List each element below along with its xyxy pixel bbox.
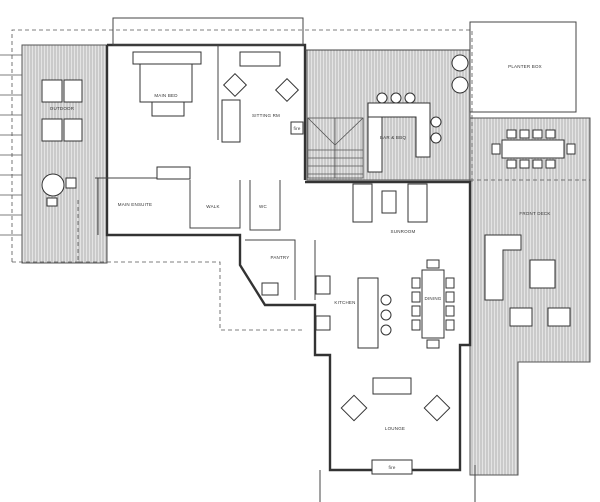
label-main-bed: MAIN BED	[154, 93, 178, 98]
label-lounge: LOUNGE	[385, 426, 405, 431]
bed-head	[132, 51, 202, 65]
room-labels: OUTDOOR MAIN BED SITTING RM fire BAR & B…	[50, 64, 551, 470]
label-front-deck: FRONT DECK	[519, 211, 550, 216]
kitchen-island	[357, 277, 379, 349]
label-walk: WALK	[206, 204, 219, 209]
bench	[151, 101, 185, 117]
walls	[95, 17, 577, 502]
dining-table	[421, 269, 445, 339]
label-dining: DINING	[425, 296, 442, 301]
deck-sofa	[484, 234, 522, 301]
stairs-center	[307, 117, 364, 179]
lounge-sofa	[372, 377, 412, 395]
stairs-left	[0, 54, 22, 236]
deck-table	[501, 139, 565, 159]
label-kitchen: KITCHEN	[334, 300, 355, 305]
label-bar-bbq: BAR & BBQ	[380, 135, 406, 140]
outdoor-deck	[21, 44, 108, 264]
label-planter-box: PLANTER BOX	[508, 64, 542, 69]
fireplace-lower	[371, 459, 413, 475]
label-outdoor: OUTDOOR	[50, 106, 75, 111]
fireplace-upper	[290, 121, 304, 135]
label-sunroom: SUNROOM	[391, 229, 416, 234]
label-fire-lower: fire	[388, 465, 395, 470]
label-pantry: PANTRY	[270, 255, 289, 260]
label-main-ensuite: MAIN ENSUITE	[118, 202, 152, 207]
label-sitting-rm: SITTING RM	[252, 113, 280, 118]
roof-outline	[11, 29, 590, 331]
sofa	[221, 99, 241, 143]
label-wc: WC	[259, 204, 267, 209]
label-fire-upper: fire	[293, 126, 300, 131]
furniture	[41, 51, 576, 475]
